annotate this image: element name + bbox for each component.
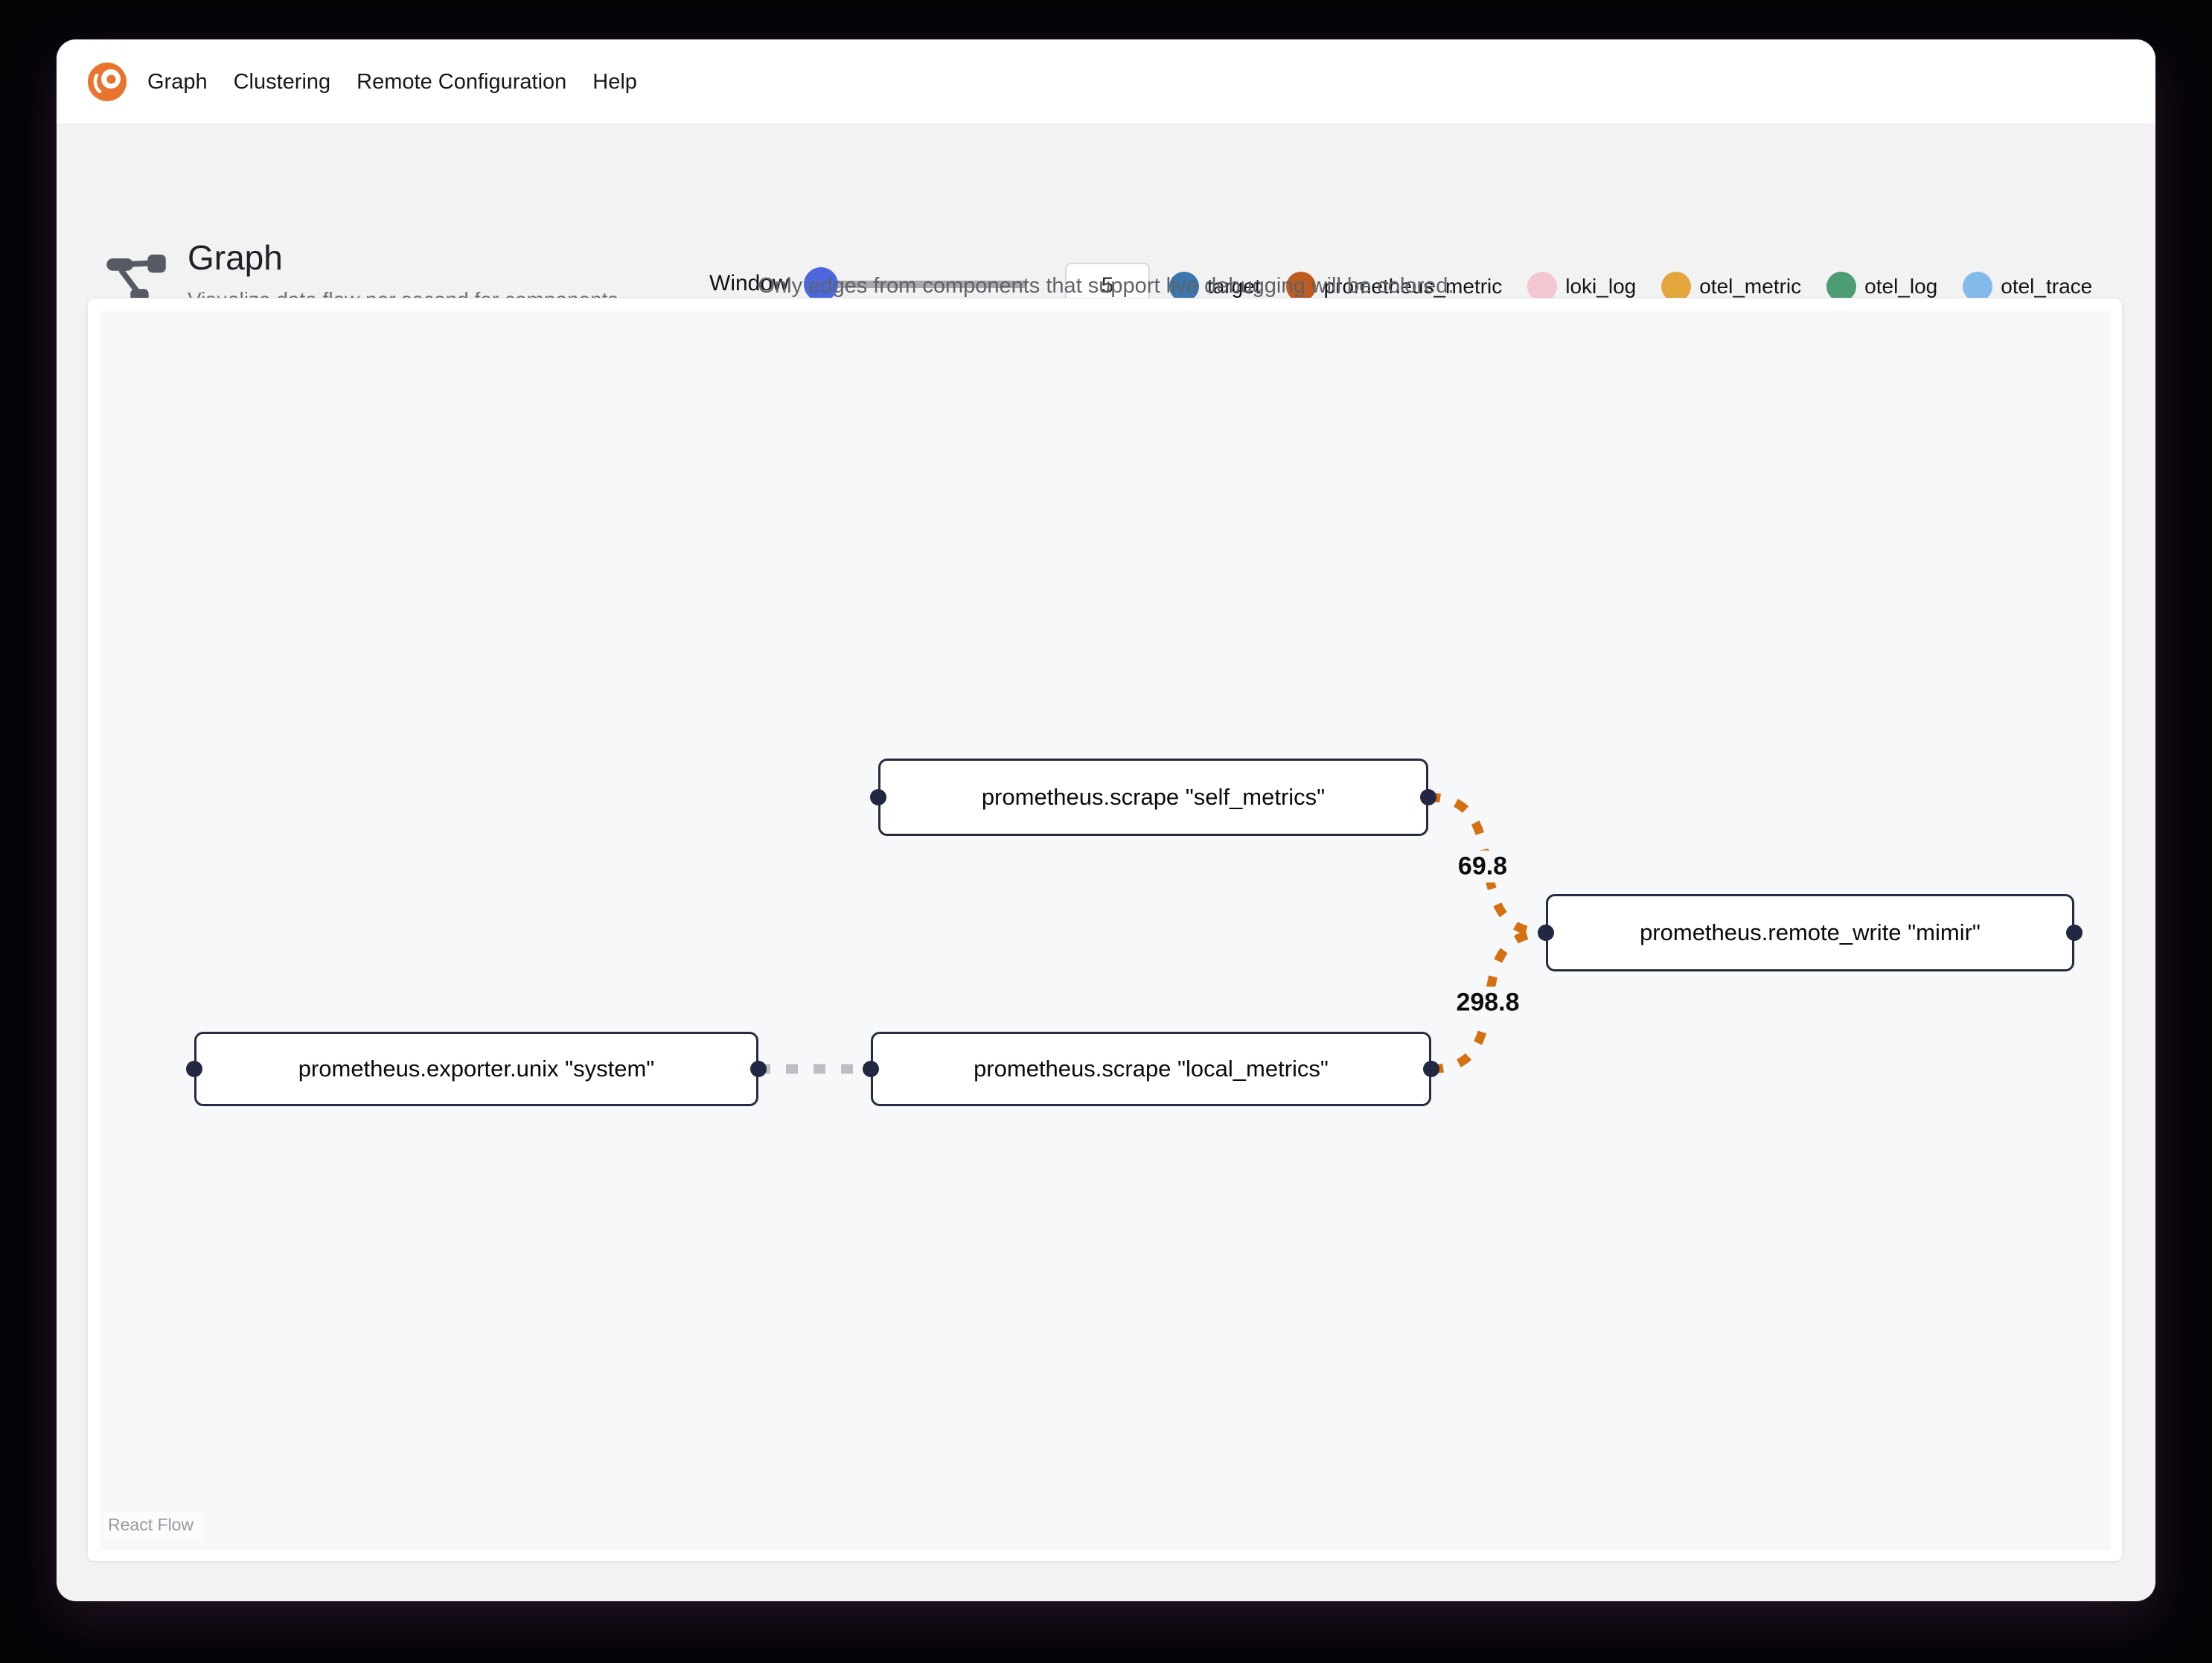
nav-item-remote-configuration[interactable]: Remote Configuration: [357, 69, 567, 94]
legend-label: otel_metric: [1699, 275, 1802, 298]
top-navbar: Graph Clustering Remote Configuration Help: [57, 39, 2155, 124]
left-handle-local_metrics: [863, 1061, 879, 1077]
target-color-dot-icon: [1169, 272, 1199, 301]
slider-thumb[interactable]: [804, 267, 838, 301]
legend-item-prometheus_metric: prometheus_metric: [1285, 272, 1503, 301]
grafana-alloy-logo-icon[interactable]: [86, 61, 128, 103]
slider-track[interactable]: [811, 281, 1027, 288]
graph-node-mimir[interactable]: prometheus.remote_write "mimir": [1546, 894, 2074, 971]
nav-menu: Graph Clustering Remote Configuration Help: [147, 39, 637, 124]
graph-node-local_metrics[interactable]: prometheus.scrape "local_metrics": [871, 1032, 1431, 1106]
right-handle-self_metrics: [1420, 789, 1436, 805]
legend-label: target: [1207, 275, 1261, 298]
page-header: Graph Visualize data flow per second for…: [57, 124, 2155, 311]
node-label: prometheus.scrape "self_metrics": [981, 784, 1326, 810]
loki_log-color-dot-icon: [1527, 272, 1558, 301]
legend-label: prometheus_metric: [1323, 275, 1503, 298]
page-title: Graph: [188, 238, 283, 277]
legend-label: otel_trace: [2001, 275, 2093, 298]
graph-node-exporter_unix[interactable]: prometheus.exporter.unix "system": [194, 1032, 758, 1106]
node-label: prometheus.exporter.unix "system": [298, 1056, 655, 1082]
legend-item-target: target: [1169, 272, 1261, 301]
legend-label: otel_log: [1864, 275, 1938, 298]
otel_trace-color-dot-icon: [1963, 272, 1993, 301]
otel_metric-color-dot-icon: [1661, 272, 1692, 301]
graph-node-self_metrics[interactable]: prometheus.scrape "self_metrics": [878, 759, 1428, 836]
nav-item-graph[interactable]: Graph: [147, 69, 208, 94]
window-slider-label: Window: [709, 271, 789, 296]
prometheus_metric-color-dot-icon: [1285, 272, 1316, 301]
window-slider[interactable]: [804, 246, 1027, 323]
graph-card: 69.8 298.8 prometheus.scrape "self_metric…: [87, 298, 2123, 1562]
nav-item-clustering[interactable]: Clustering: [233, 69, 331, 94]
otel_log-color-dot-icon: [1826, 272, 1857, 301]
right-handle-exporter_unix: [750, 1061, 767, 1077]
react-flow-attribution[interactable]: React Flow: [103, 1512, 205, 1539]
legend-item-loki_log: loki_log: [1527, 272, 1636, 301]
node-label: prometheus.remote_write "mimir": [1640, 919, 1981, 945]
edge-rate-label: 69.8: [1453, 850, 1512, 883]
legend-item-otel_log: otel_log: [1826, 272, 1937, 301]
legend-item-otel_trace: otel_trace: [1963, 272, 2092, 301]
graph-edges-layer: [758, 793, 1547, 1074]
right-handle-local_metrics: [1423, 1061, 1439, 1077]
edge-local_metrics-to-mimir: [1431, 928, 1547, 1073]
node-label: prometheus.scrape "local_metrics": [974, 1056, 1329, 1082]
right-handle-mimir: [2066, 925, 2082, 941]
edge-rate-label: 298.8: [1451, 986, 1524, 1019]
react-flow-canvas[interactable]: 69.8 298.8 prometheus.scrape "self_metric…: [100, 311, 2111, 1550]
left-handle-self_metrics: [870, 789, 886, 805]
edge-self_metrics-to-mimir: [1428, 793, 1547, 937]
left-handle-exporter_unix: [186, 1061, 202, 1077]
left-handle-mimir: [1538, 925, 1554, 941]
edge-type-legend: target prometheus_metric loki_log otel_metr…: [1169, 267, 2106, 306]
nav-item-help[interactable]: Help: [592, 69, 637, 94]
legend-item-otel_metric: otel_metric: [1661, 272, 1801, 301]
legend-label: loki_log: [1565, 275, 1637, 298]
live-debugging-note: Only edges from components that support …: [758, 274, 1454, 298]
